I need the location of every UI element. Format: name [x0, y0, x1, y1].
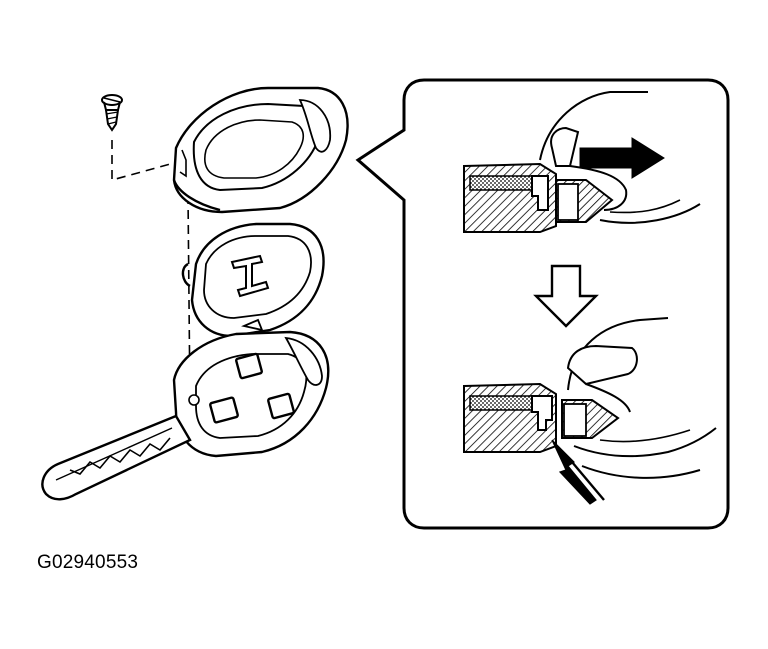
slide-arrow-icon	[579, 137, 665, 179]
figure-code: G02940553	[37, 552, 139, 573]
key-blade	[41, 414, 192, 501]
detail-step-2	[463, 317, 717, 479]
button-pad	[181, 222, 325, 338]
down-arrow-icon	[533, 264, 599, 328]
top-cover	[172, 86, 349, 214]
vertical-alignment-line	[187, 194, 191, 406]
pointer-arrow-icon	[551, 439, 605, 505]
key-body	[172, 330, 330, 458]
detail-step-1	[463, 91, 701, 233]
screw-icon	[101, 94, 123, 132]
screw-alignment-line	[111, 140, 186, 182]
